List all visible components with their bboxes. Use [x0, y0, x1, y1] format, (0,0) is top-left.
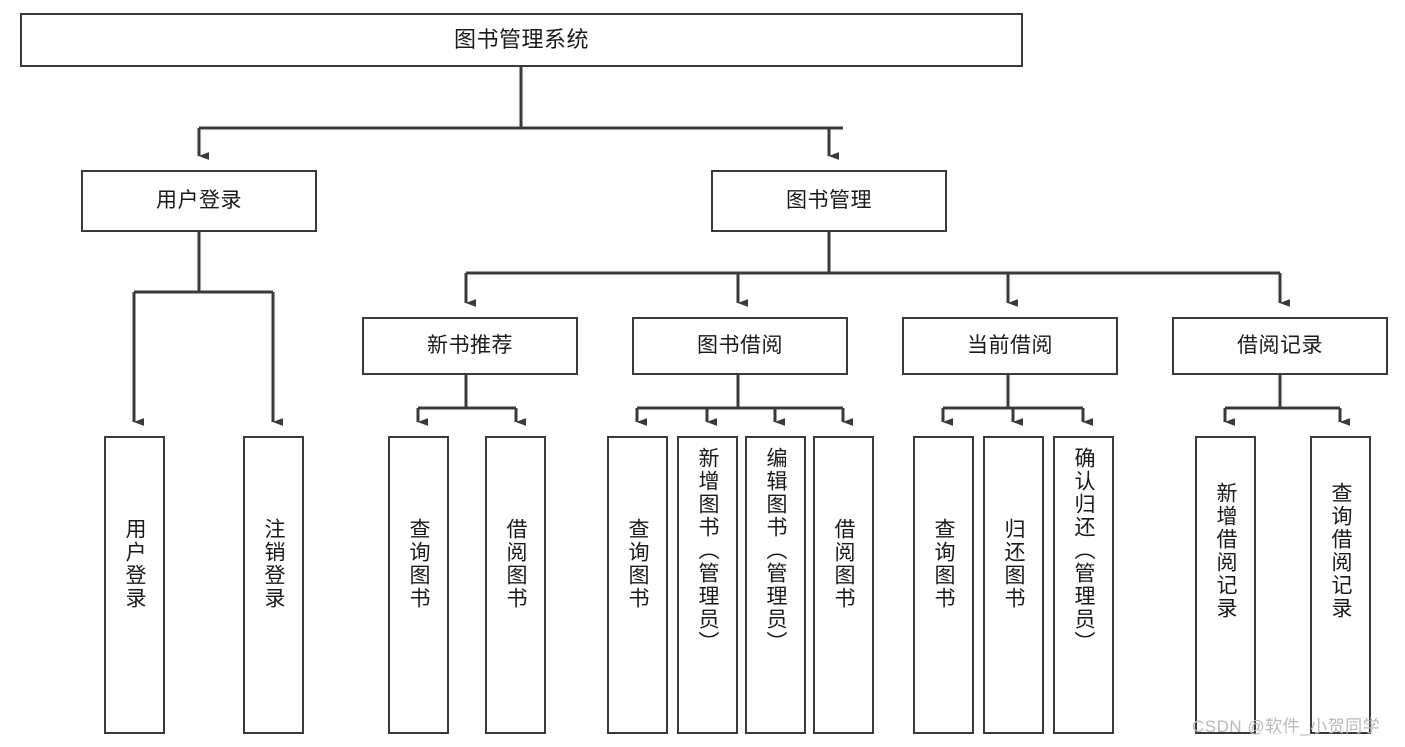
node-label: 查询图书 — [626, 518, 649, 610]
node-label: 注销登录 — [262, 518, 285, 610]
leaf-edit-book-admin[interactable]: 编辑图书（管理员） — [745, 436, 806, 734]
node-new-book-recommend[interactable]: 新书推荐 — [362, 317, 578, 375]
node-label: 当前借阅 — [967, 333, 1053, 357]
node-current-borrow[interactable]: 当前借阅 — [902, 317, 1118, 375]
node-label: 新书推荐 — [427, 333, 513, 357]
leaf-borrow-book[interactable]: 借阅图书 — [813, 436, 874, 734]
node-label: 编辑图书（管理员） — [764, 447, 787, 654]
node-label: 用户登录 — [156, 188, 242, 212]
leaf-logout[interactable]: 注销登录 — [243, 436, 304, 734]
node-label: 新增借阅记录 — [1214, 482, 1237, 620]
leaf-query-book-current[interactable]: 查询图书 — [913, 436, 974, 734]
node-label: 查询借阅记录 — [1329, 482, 1352, 620]
node-label: 用户登录 — [123, 518, 146, 610]
node-root-system[interactable]: 图书管理系统 — [20, 13, 1023, 67]
node-label: 借阅图书 — [504, 518, 527, 610]
leaf-add-borrow-record[interactable]: 新增借阅记录 — [1195, 436, 1256, 734]
edges-user-login-to-leaves — [132, 232, 284, 426]
leaf-user-login[interactable]: 用户登录 — [104, 436, 165, 734]
edges-new-book-recommend-to-leaves — [416, 375, 527, 426]
node-label: 归还图书 — [1002, 518, 1025, 610]
leaf-query-book-borrow[interactable]: 查询图书 — [607, 436, 668, 734]
node-user-login[interactable]: 用户登录 — [81, 170, 317, 232]
node-label: 借阅图书 — [832, 518, 855, 610]
leaf-return-book[interactable]: 归还图书 — [983, 436, 1044, 734]
node-label: 图书借阅 — [697, 333, 783, 357]
edges-current-borrow-to-leaves — [941, 375, 1094, 426]
edges-root-to-level2 — [197, 67, 843, 160]
leaf-confirm-return-admin[interactable]: 确认归还（管理员） — [1053, 436, 1114, 734]
leaf-query-book-recommend[interactable]: 查询图书 — [388, 436, 449, 734]
node-label: 图书管理系统 — [453, 27, 589, 53]
node-book-borrow[interactable]: 图书借阅 — [632, 317, 848, 375]
node-label: 确认归还（管理员） — [1072, 447, 1095, 654]
node-borrow-record[interactable]: 借阅记录 — [1172, 317, 1388, 375]
edges-borrow-record-to-leaves — [1223, 375, 1351, 426]
node-label: 借阅记录 — [1237, 333, 1323, 357]
edges-book-manage-to-level3 — [464, 232, 1291, 307]
leaf-add-book-admin[interactable]: 新增图书（管理员） — [677, 436, 738, 734]
leaf-borrow-book-recommend[interactable]: 借阅图书 — [485, 436, 546, 734]
edges-book-borrow-to-leaves — [635, 375, 854, 426]
node-label: 新增图书（管理员） — [696, 447, 719, 654]
node-book-manage[interactable]: 图书管理 — [711, 170, 947, 232]
node-label: 图书管理 — [786, 188, 872, 212]
node-label: 查询图书 — [932, 518, 955, 610]
leaf-query-borrow-record[interactable]: 查询借阅记录 — [1310, 436, 1371, 734]
node-label: 查询图书 — [407, 518, 430, 610]
